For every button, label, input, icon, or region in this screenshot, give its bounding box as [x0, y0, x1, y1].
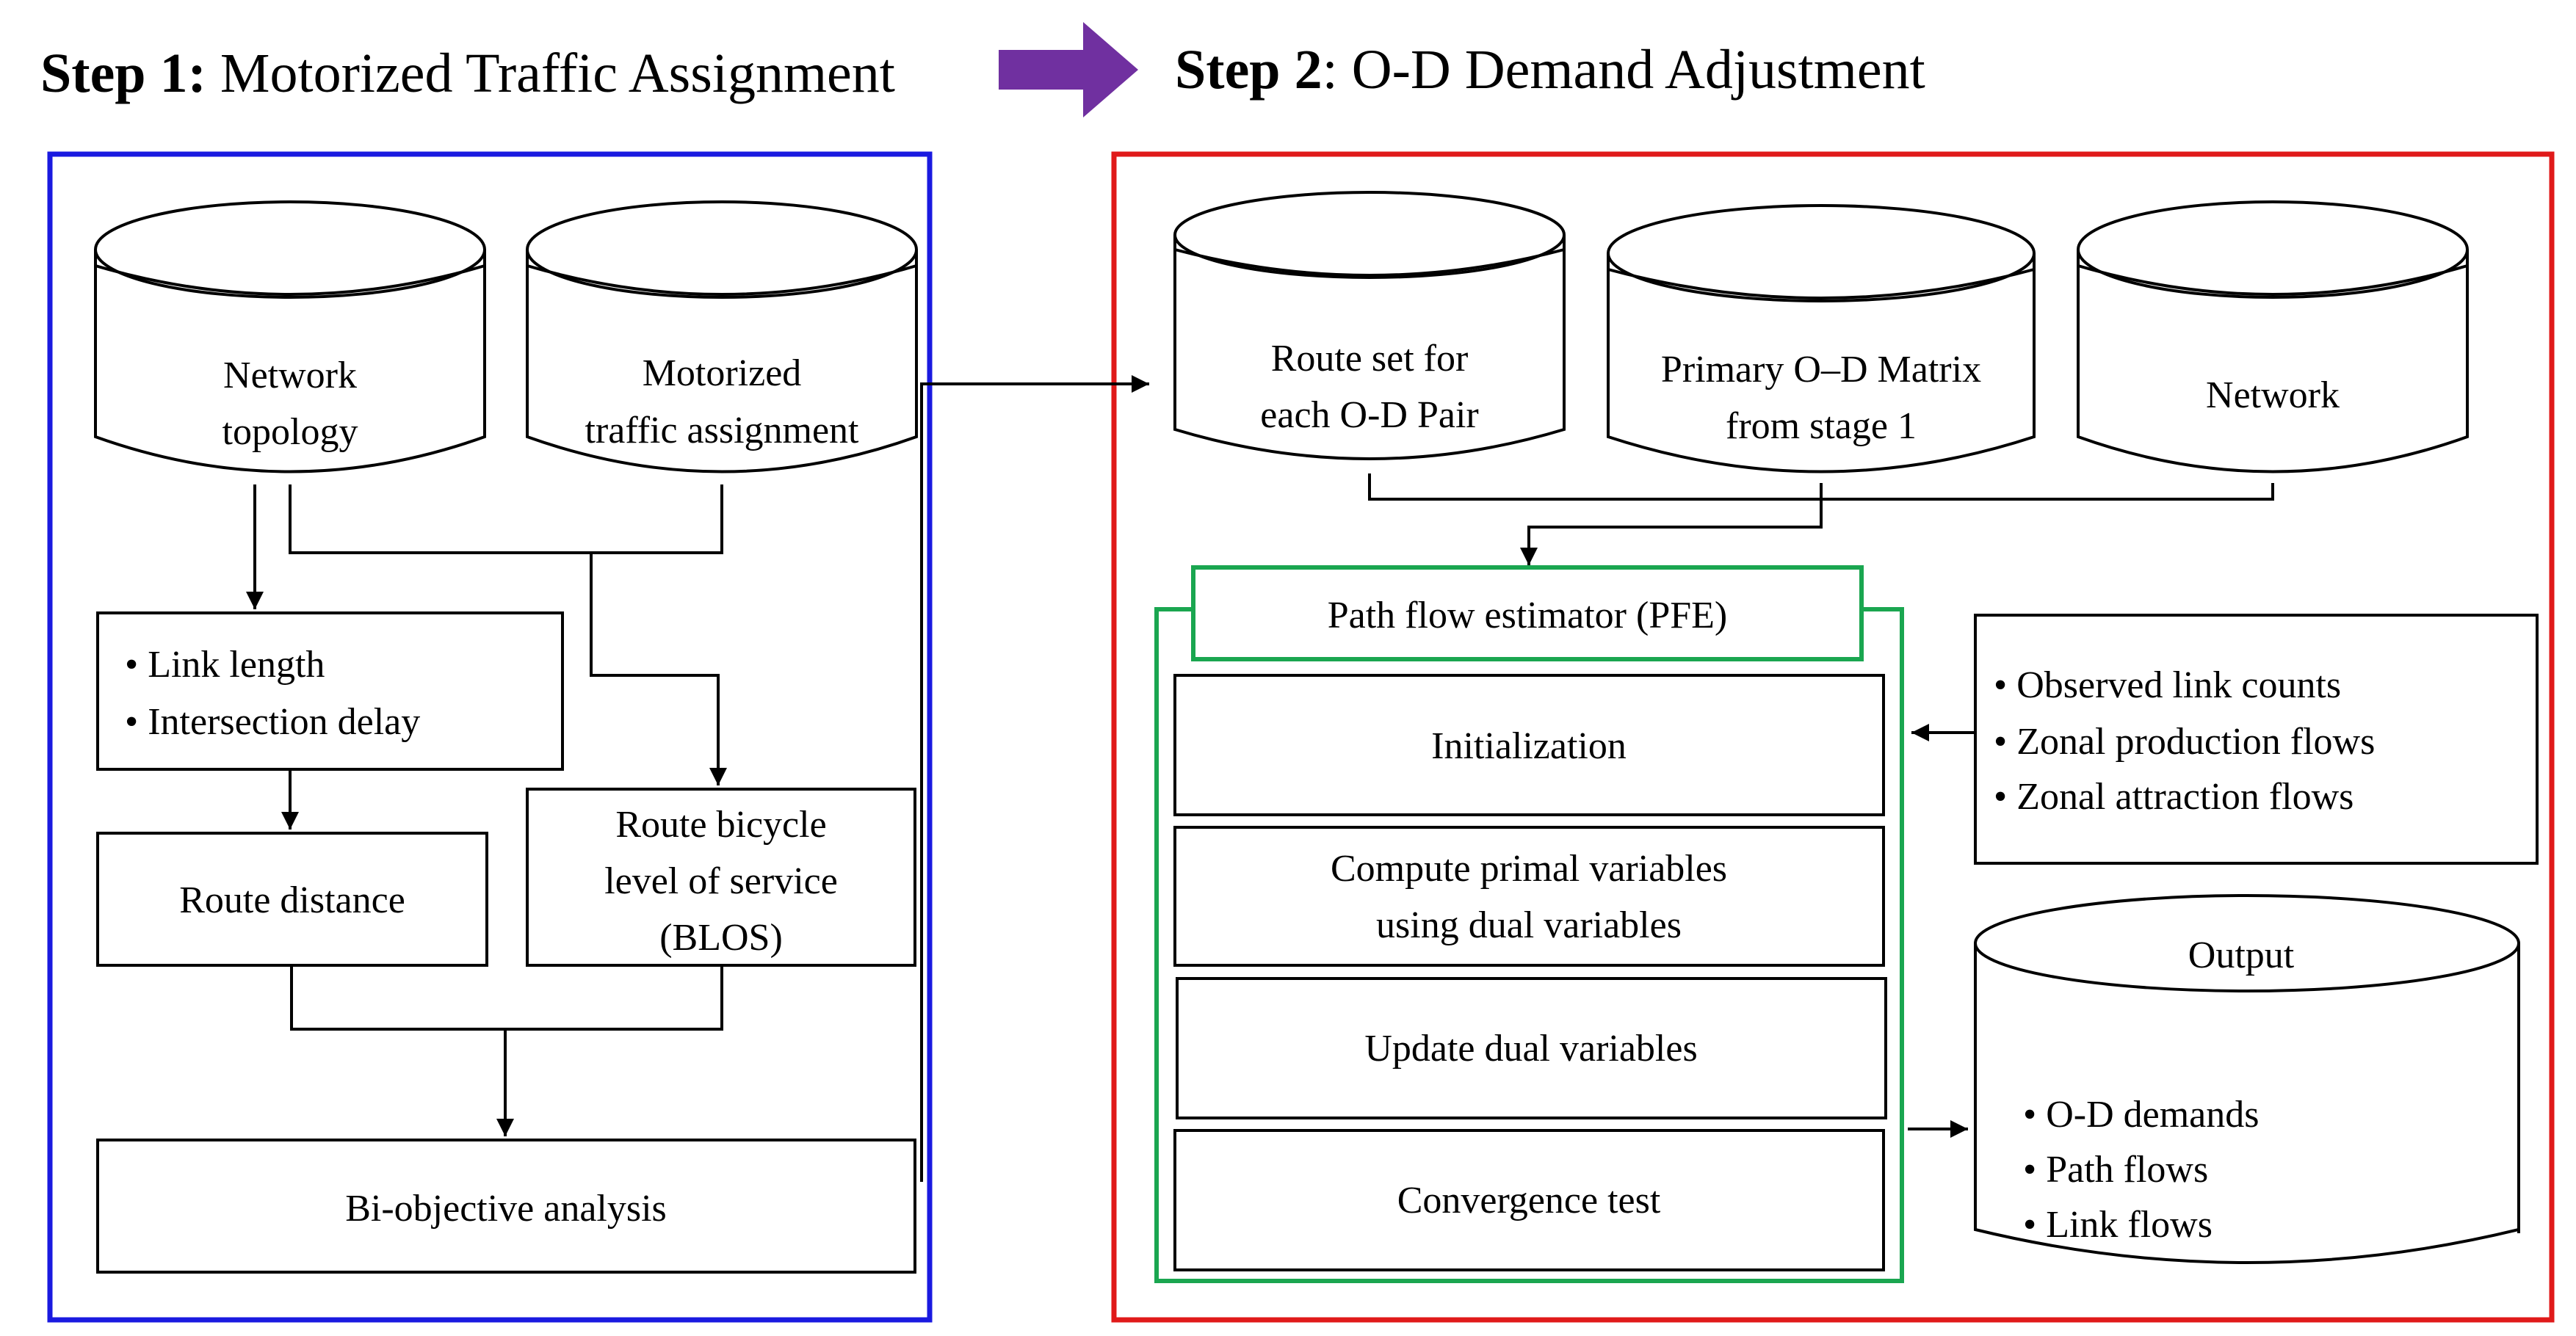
connector	[920, 375, 1149, 1182]
observed-item: • Observed link counts	[1994, 664, 2341, 706]
output-item: • Link flows	[2023, 1204, 2213, 1246]
primary-od-label: from stage 1	[1726, 405, 1917, 447]
network-topology-label: Network	[223, 355, 357, 396]
step2-frame	[1111, 151, 2555, 1323]
bi-objective-label: Bi-objective analysis	[345, 1188, 667, 1230]
network-db	[2077, 200, 2469, 473]
route-set-label: Route set for	[1271, 338, 1469, 380]
step2-heading: Step 2: O-D Demand Adjustment	[1175, 39, 1925, 101]
connector	[1520, 483, 1823, 565]
connector	[290, 965, 723, 1031]
network-topology-db	[94, 200, 486, 473]
network-topology-label: topology	[222, 411, 358, 453]
motorized-assignment-label: Motorized	[643, 352, 802, 394]
bi-objective-box	[96, 1139, 916, 1274]
primary-od-db	[1607, 204, 2036, 473]
link-attributes-box	[96, 611, 564, 771]
connector	[590, 553, 727, 785]
link-length-item: • Link length	[125, 644, 325, 686]
pfe-title-box	[1191, 565, 1864, 661]
motorized-assignment-db	[526, 200, 918, 473]
pfe-step-label: Initialization	[1431, 725, 1627, 767]
observed-item: • Zonal production flows	[1994, 721, 2375, 763]
pfe-title-label: Path flow estimator (PFE)	[1328, 595, 1728, 636]
output-db	[1974, 894, 2520, 1264]
pfe-step-label: Convergence test	[1397, 1180, 1661, 1221]
pfe-step-box	[1173, 826, 1885, 967]
pfe-step-label: Update dual variables	[1364, 1028, 1697, 1070]
route-blos-label: level of service	[604, 860, 838, 902]
route-blos-label: Route bicycle	[615, 804, 826, 846]
pfe-step-box	[1173, 674, 1885, 816]
route-set-label: each O-D Pair	[1260, 394, 1478, 436]
route-blos-label: (BLOS)	[659, 917, 783, 959]
motorized-assignment-label: traffic assignment	[585, 410, 859, 451]
observed-item: • Zonal attraction flows	[1994, 776, 2354, 818]
intersection-delay-item: • Intersection delay	[125, 701, 420, 743]
pfe-step-label: Compute primal variables	[1331, 848, 1727, 890]
step1-heading: Step 1: Motorized Traffic Assignment	[40, 43, 895, 104]
pfe-step-box	[1176, 977, 1887, 1119]
pfe-step-box	[1173, 1129, 1885, 1271]
network-label: Network	[2206, 374, 2340, 416]
output-title: Output	[2188, 934, 2295, 976]
pfe-step-label: using dual variables	[1376, 904, 1682, 946]
route-distance-label: Route distance	[179, 879, 405, 921]
primary-od-label: Primary O–D Matrix	[1661, 349, 1981, 391]
connector	[289, 484, 723, 554]
stage-arrow	[999, 22, 1138, 117]
output-item: • O-D demands	[2023, 1094, 2259, 1136]
observed-counts-box	[1974, 614, 2539, 865]
output-item: • Path flows	[2023, 1149, 2208, 1191]
route-set-db	[1173, 191, 1566, 460]
step1-frame	[47, 151, 933, 1323]
